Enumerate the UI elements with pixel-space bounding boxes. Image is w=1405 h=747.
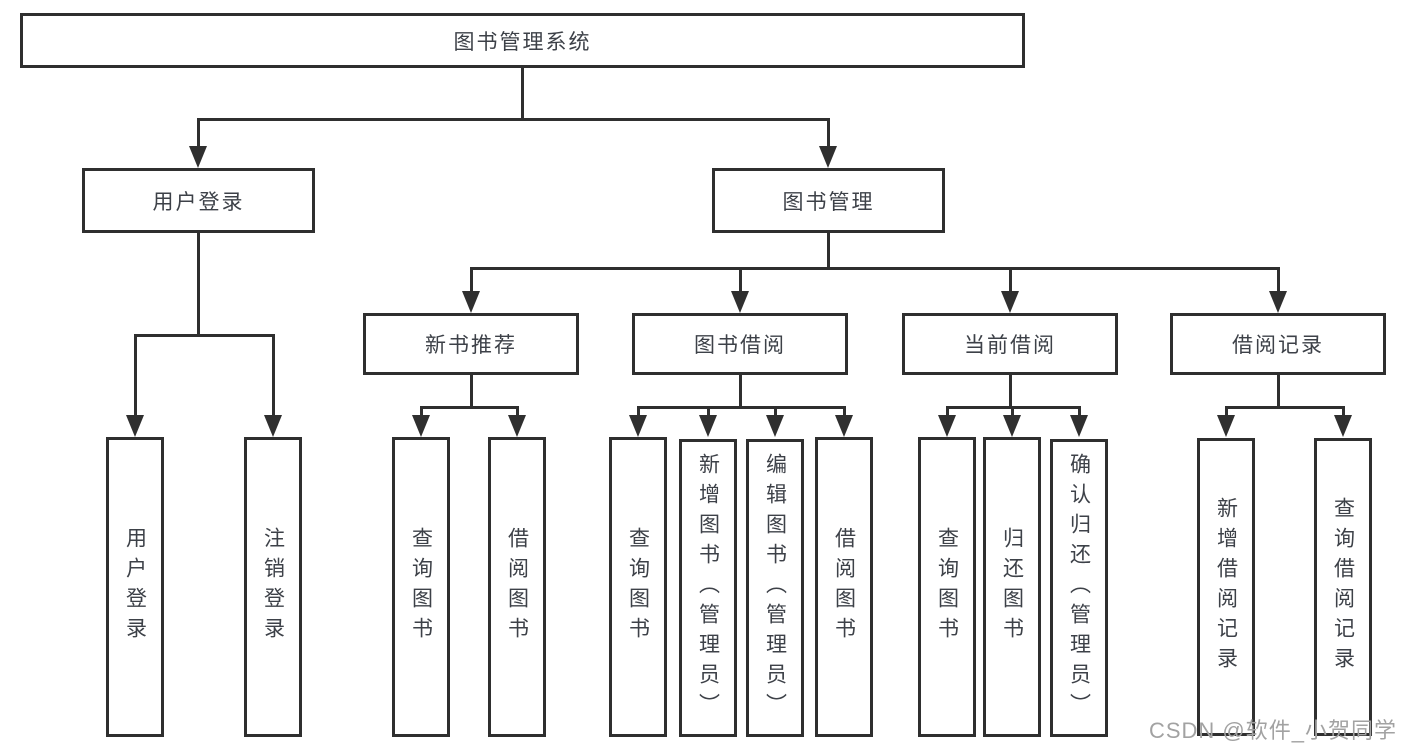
connector-arrowhead xyxy=(938,415,956,437)
leaf-user-login: 用户登录 xyxy=(106,437,164,737)
node-user-login-label: 用户登录 xyxy=(152,190,245,214)
leaf-confirm-return-admin-label: 确认归还（管理员） xyxy=(1067,453,1091,723)
connector-arrowhead xyxy=(264,415,282,437)
connector-line xyxy=(420,406,519,409)
node-current-borrow: 当前借阅 xyxy=(902,313,1118,375)
connector-arrowhead xyxy=(699,415,717,437)
connector-line xyxy=(827,118,830,150)
connector-arrowhead xyxy=(412,415,430,437)
connector-line xyxy=(470,267,1280,270)
connector-line xyxy=(637,406,846,409)
leaf-borrow-books-label: 借阅图书 xyxy=(832,527,856,647)
connector-arrowhead xyxy=(1334,415,1352,437)
leaf-add-borrow-record-label: 新增借阅记录 xyxy=(1214,497,1238,677)
leaf-query-books-current: 查询图书 xyxy=(918,437,976,737)
csdn-watermark: CSDN @软件_小贺同学 xyxy=(1148,718,1397,743)
connector-arrowhead xyxy=(1217,415,1235,437)
connector-line xyxy=(827,233,830,270)
connector-line xyxy=(1342,406,1345,417)
leaf-borrow-books: 借阅图书 xyxy=(815,437,873,737)
connector-arrowhead xyxy=(462,291,480,313)
connector-arrowhead xyxy=(819,146,837,168)
connector-arrowhead xyxy=(126,415,144,437)
node-user-login: 用户登录 xyxy=(82,168,315,233)
leaf-query-books-current-label: 查询图书 xyxy=(935,527,959,647)
connector-arrowhead xyxy=(1001,291,1019,313)
connector-arrowhead xyxy=(629,415,647,437)
connector-line xyxy=(637,406,640,417)
connector-line xyxy=(197,118,200,150)
connector-line xyxy=(1009,267,1012,293)
connector-arrowhead xyxy=(835,415,853,437)
connector-line xyxy=(739,375,742,409)
leaf-query-borrow-record: 查询借阅记录 xyxy=(1314,438,1372,736)
leaf-add-books-admin: 新增图书（管理员） xyxy=(679,439,737,737)
connector-arrowhead xyxy=(731,291,749,313)
connector-line xyxy=(197,233,200,337)
node-library-system-label: 图书管理系统 xyxy=(453,30,592,54)
connector-line xyxy=(1225,406,1228,417)
node-new-book-recommend-label: 新书推荐 xyxy=(425,334,517,357)
leaf-query-books-recommend: 查询图书 xyxy=(392,437,450,737)
connector-line xyxy=(707,406,710,417)
node-library-system: 图书管理系统 xyxy=(20,13,1025,68)
node-book-management-label: 图书管理 xyxy=(782,190,875,214)
leaf-user-login-label: 用户登录 xyxy=(123,527,147,647)
leaf-return-books-label: 归还图书 xyxy=(1000,527,1024,647)
connector-line xyxy=(843,406,846,417)
connector-arrowhead xyxy=(766,415,784,437)
leaf-confirm-return-admin: 确认归还（管理员） xyxy=(1050,439,1108,737)
connector-line xyxy=(134,334,137,417)
leaf-add-borrow-record: 新增借阅记录 xyxy=(1197,438,1255,736)
node-book-borrow: 图书借阅 xyxy=(632,313,848,375)
connector-line xyxy=(946,406,949,417)
leaf-borrow-books-recommend-label: 借阅图书 xyxy=(505,527,529,647)
node-current-borrow-label: 当前借阅 xyxy=(964,334,1056,357)
leaf-logout: 注销登录 xyxy=(244,437,302,737)
connector-line xyxy=(774,406,777,417)
connector-line xyxy=(470,375,473,409)
leaf-query-books-recommend-label: 查询图书 xyxy=(409,527,433,647)
node-borrow-records: 借阅记录 xyxy=(1170,313,1386,375)
leaf-borrow-books-recommend: 借阅图书 xyxy=(488,437,546,737)
connector-arrowhead xyxy=(1269,291,1287,313)
connector-line xyxy=(197,118,830,121)
connector-line xyxy=(1277,375,1280,409)
leaf-add-books-admin-label: 新增图书（管理员） xyxy=(696,453,720,723)
connector-line xyxy=(1225,406,1345,409)
connector-line xyxy=(272,334,275,417)
connector-line xyxy=(134,334,275,337)
connector-line xyxy=(1078,406,1081,417)
leaf-edit-books-admin: 编辑图书（管理员） xyxy=(746,439,804,737)
node-book-borrow-label: 图书借阅 xyxy=(694,334,786,357)
node-new-book-recommend: 新书推荐 xyxy=(363,313,579,375)
leaf-query-borrow-record-label: 查询借阅记录 xyxy=(1331,497,1355,677)
node-borrow-records-label: 借阅记录 xyxy=(1232,334,1324,357)
connector-line xyxy=(521,68,524,118)
connector-line xyxy=(516,406,519,417)
leaf-logout-label: 注销登录 xyxy=(261,527,285,647)
connector-arrowhead xyxy=(1070,415,1088,437)
leaf-query-books-borrow-label: 查询图书 xyxy=(626,527,650,647)
connector-arrowhead xyxy=(508,415,526,437)
leaf-edit-books-admin-label: 编辑图书（管理员） xyxy=(763,453,787,723)
connector-line xyxy=(1009,375,1012,409)
connector-line xyxy=(470,267,473,293)
connector-line xyxy=(739,267,742,293)
connector-arrowhead xyxy=(1003,415,1021,437)
connector-line xyxy=(1277,267,1280,293)
connector-arrowhead xyxy=(189,146,207,168)
leaf-return-books: 归还图书 xyxy=(983,437,1041,737)
connector-line xyxy=(1011,406,1014,417)
node-book-management: 图书管理 xyxy=(712,168,945,233)
leaf-query-books-borrow: 查询图书 xyxy=(609,437,667,737)
connector-line xyxy=(420,406,423,417)
